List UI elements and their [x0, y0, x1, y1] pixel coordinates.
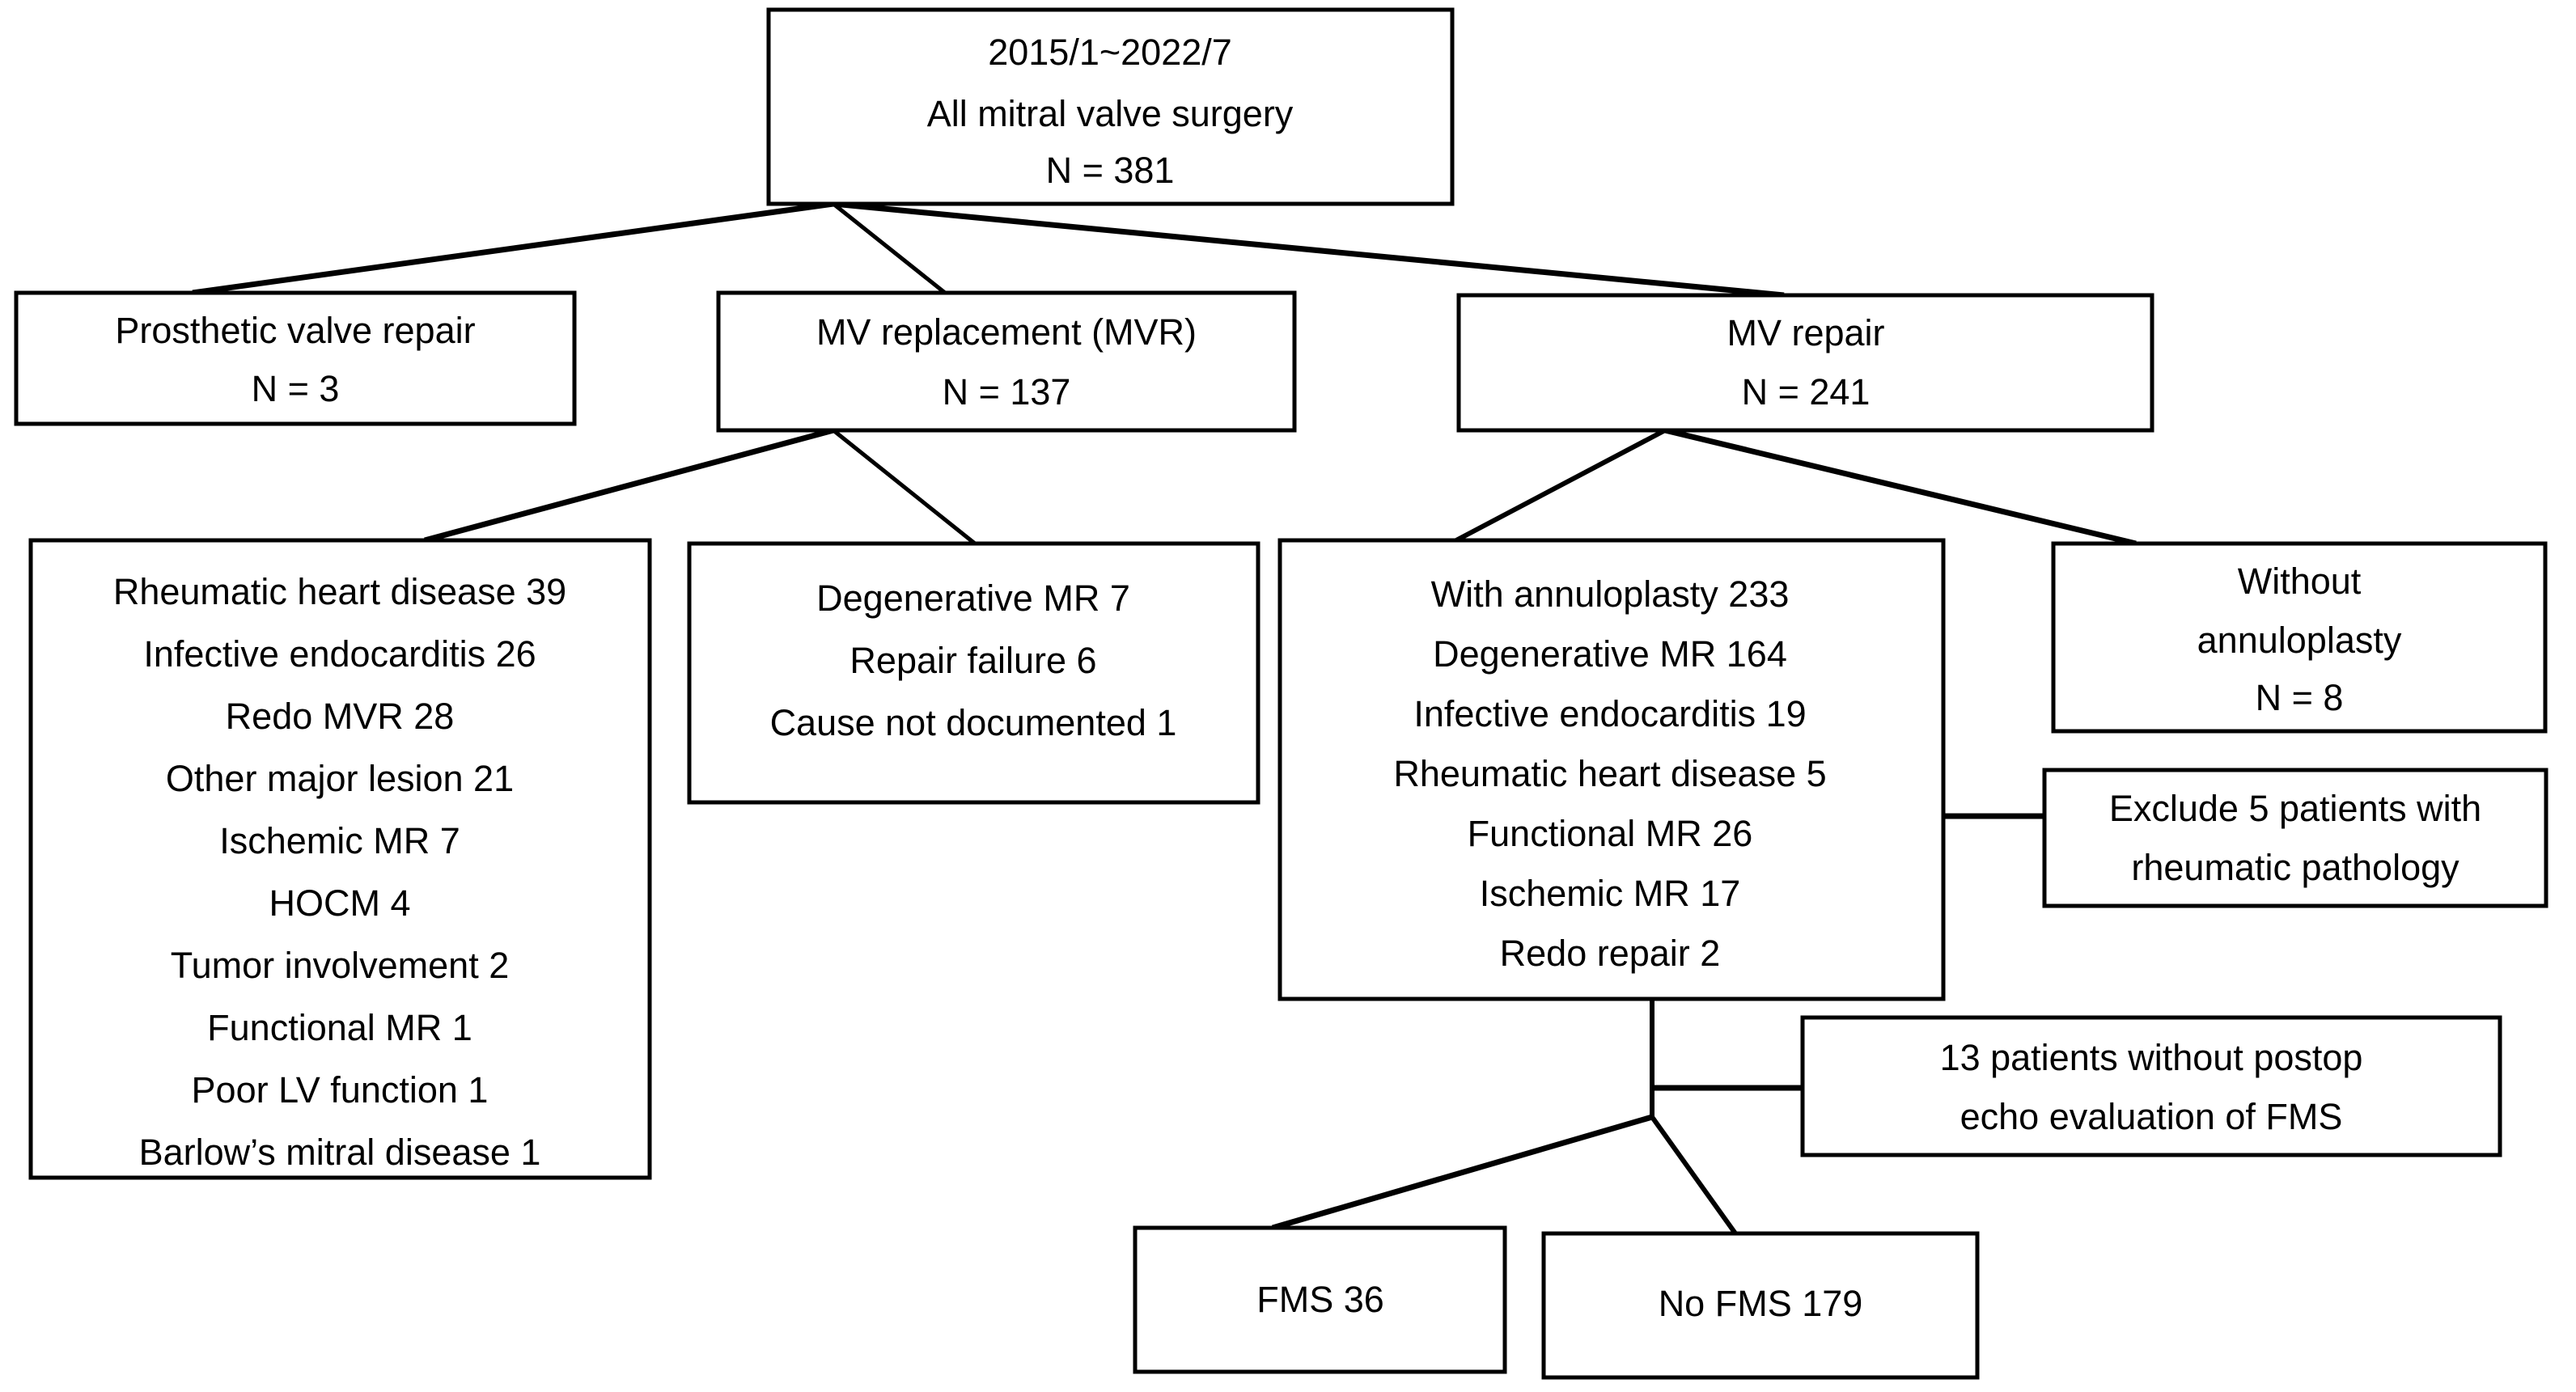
with-annuloplasty-line-5: Functional MR 26 [1468, 813, 1753, 854]
all-mitral-valve-surgery-line-1: 2015/1~2022/7 [988, 32, 1232, 73]
with-annuloplasty-line-4: Rheumatic heart disease 5 [1393, 753, 1826, 794]
no-postop-echo-box[interactable] [1800, 1015, 2502, 1157]
with-annuloplasty-line-7: Redo repair 2 [1500, 933, 1721, 974]
mv-replacement-box[interactable] [716, 290, 1297, 433]
fms-group-label: FMS 36 [1256, 1279, 1384, 1320]
exclude-rheumatic-line-1: Exclude 5 patients with [2109, 788, 2481, 829]
node-exclude-rheumatic-patients[interactable]: Exclude 5 patients with rheumatic pathol… [2042, 768, 2548, 908]
mvr-indications-line-9: Poor LV function 1 [192, 1069, 489, 1111]
prosthetic-valve-repair-box[interactable] [14, 290, 577, 426]
node-prosthetic-valve-repair[interactable]: Prosthetic valve repair N = 3 [14, 290, 577, 426]
connector-junction-to-no-fms [1650, 1115, 1738, 1235]
with-annuloplasty-line-1: With annuloplasty 233 [1431, 573, 1790, 615]
mvr-indications-line-4: Other major lesion 21 [166, 758, 514, 799]
mvr-indications-line-8: Functional MR 1 [207, 1007, 472, 1048]
mvr-indications-line-2: Infective endocarditis 26 [143, 633, 536, 675]
prosthetic-valve-repair-line-1: Prosthetic valve repair [115, 310, 475, 351]
with-annuloplasty-line-3: Infective endocarditis 19 [1413, 693, 1806, 734]
node-without-annuloplasty[interactable]: Without annuloplasty N = 8 [2051, 541, 2548, 734]
mvr-other-causes-line-2: Repair failure 6 [849, 640, 1096, 681]
all-mitral-valve-surgery-line-3: N = 381 [1046, 150, 1175, 191]
connector-root-to-prosthetic [192, 201, 834, 296]
all-mitral-valve-surgery-box[interactable] [766, 7, 1455, 206]
connector-root-to-mv-repair [833, 201, 1785, 298]
mvr-indications-line-7: Tumor involvement 2 [171, 945, 510, 986]
connectors [192, 201, 2137, 1235]
connector-mvr-to-indications [424, 427, 834, 544]
node-mv-replacement[interactable]: MV replacement (MVR) N = 137 [716, 290, 1297, 433]
without-annuloplasty-line-2: annuloplasty [2197, 620, 2402, 661]
with-annuloplasty-line-2: Degenerative MR 164 [1433, 633, 1787, 675]
no-postop-echo-line-1: 13 patients without postop [1940, 1037, 2363, 1078]
no-postop-echo-line-2: echo evaluation of FMS [1960, 1096, 2343, 1137]
connector-junction-to-fms [1272, 1114, 1653, 1231]
with-annuloplasty-box[interactable] [1277, 538, 1946, 1001]
mv-replacement-line-1: MV replacement (MVR) [816, 311, 1197, 353]
mvr-indications-line-1: Rheumatic heart disease 39 [113, 571, 566, 612]
node-mv-repair[interactable]: MV repair N = 241 [1456, 293, 2154, 433]
mv-repair-box[interactable] [1456, 293, 2154, 433]
without-annuloplasty-line-3: N = 8 [2256, 677, 2344, 718]
node-fms-group[interactable]: FMS 36 [1133, 1225, 1507, 1374]
no-fms-group-label: No FMS 179 [1659, 1283, 1863, 1324]
node-no-fms-group[interactable]: No FMS 179 [1541, 1231, 1980, 1380]
no-fms-group-box[interactable] [1541, 1231, 1980, 1380]
exclude-rheumatic-line-2: rheumatic pathology [2131, 847, 2459, 888]
without-annuloplasty-box[interactable] [2051, 541, 2548, 734]
mvr-indications-line-6: HOCM 4 [269, 882, 410, 924]
mvr-indications-line-10: Barlow’s mitral disease 1 [139, 1132, 541, 1173]
connector-root-to-mv-replacement [832, 202, 947, 294]
node-no-postop-echo-evaluation[interactable]: 13 patients without postop echo evaluati… [1800, 1015, 2502, 1157]
mvr-other-causes-line-1: Degenerative MR 7 [816, 578, 1130, 619]
node-mvr-other-causes[interactable]: Degenerative MR 7 Repair failure 6 Cause… [687, 541, 1260, 805]
mvr-other-causes-box[interactable] [687, 541, 1260, 805]
with-annuloplasty-line-6: Ischemic MR 17 [1480, 873, 1741, 914]
exclude-rheumatic-patients-box[interactable] [2042, 768, 2548, 908]
node-with-annuloplasty[interactable]: With annuloplasty 233 Degenerative MR 16… [1277, 538, 1946, 1001]
all-mitral-valve-surgery-line-2: All mitral valve surgery [927, 93, 1294, 134]
mv-repair-line-2: N = 241 [1742, 371, 1871, 413]
prosthetic-valve-repair-line-2: N = 3 [252, 368, 340, 409]
connector-mvr-to-other-causes [832, 429, 977, 545]
mv-replacement-line-2: N = 137 [943, 371, 1071, 413]
fms-group-box[interactable] [1133, 1225, 1507, 1374]
mvr-indications-box[interactable] [28, 538, 652, 1180]
without-annuloplasty-line-1: Without [2238, 561, 2362, 602]
connector-mv-repair-to-without-annuloplasty [1664, 427, 2137, 547]
connector-mv-repair-to-with-annuloplasty [1455, 428, 1667, 543]
mvr-other-causes-line-3: Cause not documented 1 [770, 702, 1177, 743]
mvr-indications-line-3: Redo MVR 28 [226, 696, 455, 737]
node-all-mitral-valve-surgery[interactable]: 2015/1~2022/7 All mitral valve surgery N… [766, 7, 1455, 206]
mvr-indications-line-5: Ischemic MR 7 [219, 820, 460, 861]
mv-repair-line-1: MV repair [1727, 312, 1884, 353]
node-mvr-indications[interactable]: Rheumatic heart disease 39 Infective end… [28, 538, 652, 1180]
